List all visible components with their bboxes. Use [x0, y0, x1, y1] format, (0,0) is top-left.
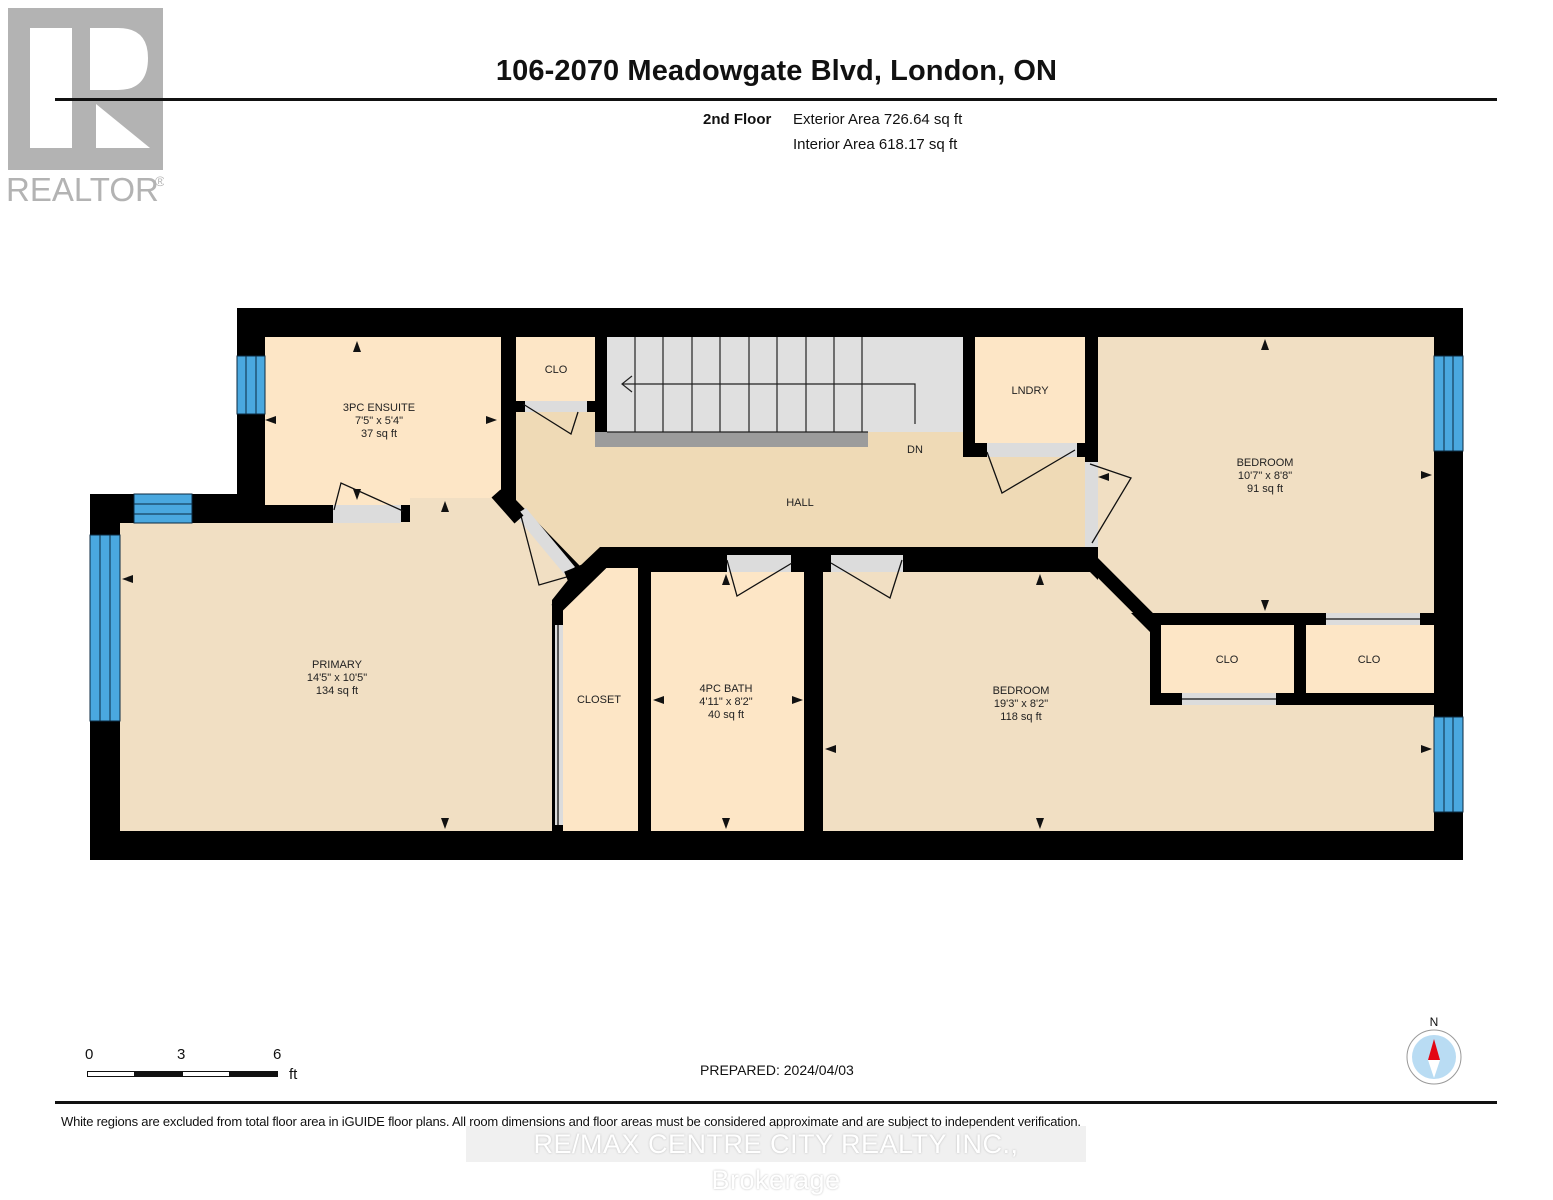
- room-clo-2: [1306, 625, 1434, 693]
- door-closet: [555, 625, 563, 825]
- room-dims: 14'5" x 10'5": [307, 672, 367, 684]
- dimension-arrows: [122, 339, 1432, 829]
- window-primary-west: [89, 534, 121, 722]
- room-bath: [651, 572, 804, 831]
- scale-label-6: 6: [273, 1046, 282, 1063]
- door-primary: [515, 508, 575, 575]
- room-name: LNDRY: [1011, 385, 1049, 397]
- property-title: 106-2070 Meadowgate Blvd, London, ON: [495, 55, 1058, 87]
- room-labels: 3PC ENSUITE 7'5" x 5'4" 37 sq ft CLO HAL…: [307, 364, 1381, 723]
- room-name: CLO: [545, 364, 568, 376]
- room-name: 4PC BATH: [700, 683, 753, 695]
- floor-label: 2nd Floor: [703, 111, 772, 128]
- room-bedroom-s: [823, 572, 1434, 831]
- room-name: BEDROOM: [993, 685, 1050, 697]
- door-ensuite: [333, 505, 401, 523]
- room-area: 40 sq ft: [708, 709, 744, 721]
- scale-label-0: 0: [85, 1046, 94, 1063]
- interior-walls: [491, 489, 1160, 630]
- realtor-r-icon: REALTOR ®: [6, 8, 166, 208]
- room-name: HALL: [786, 497, 814, 509]
- room-clo-hall: [516, 337, 595, 401]
- brokerage-watermark: RE/MAX CENTRE CITY REALTY INC., Brokerag…: [466, 1126, 1086, 1195]
- window-bedroom-ne: [1433, 355, 1464, 452]
- room-dims: 19'3" x 8'2": [994, 698, 1048, 710]
- scale-bar: 0 3 6 ft: [85, 1046, 315, 1086]
- room-area: 37 sq ft: [361, 428, 397, 440]
- room-area: 118 sq ft: [1000, 711, 1041, 723]
- room-name: PRIMARY: [312, 659, 363, 671]
- scale-segment: [229, 1071, 278, 1077]
- door-bath: [727, 555, 791, 572]
- room-area: 134 sq ft: [316, 685, 358, 697]
- room-dims: 10'7" x 8'8": [1238, 470, 1292, 482]
- room-laundry: [975, 337, 1085, 443]
- exterior-area: Exterior Area 726.64 sq ft: [793, 111, 963, 128]
- door-bedroom-ne: [1085, 462, 1098, 547]
- realtor-logo: REALTOR ®: [6, 8, 166, 208]
- room-closet: [563, 568, 638, 831]
- room-bedroom-ne: [1098, 337, 1434, 613]
- interior-area: Interior Area 618.17 sq ft: [793, 136, 958, 153]
- window-ensuite: [236, 355, 266, 415]
- door-clo-hall: [525, 401, 587, 412]
- scale-segment: [87, 1071, 135, 1077]
- window-primary-top: [133, 493, 193, 524]
- room-ensuite: [265, 337, 501, 505]
- stair-treads: [595, 337, 916, 447]
- room-name: CLO: [1358, 654, 1381, 666]
- window-bedroom-s: [1433, 716, 1464, 813]
- compass: N: [1403, 1012, 1465, 1088]
- room-area: 91 sq ft: [1247, 483, 1283, 495]
- scale-segment: [134, 1071, 183, 1077]
- door-laundry: [987, 443, 1077, 457]
- room-name: BEDROOM: [1237, 457, 1294, 469]
- header-divider: [55, 98, 1497, 101]
- disclaimer: White regions are excluded from total fl…: [61, 1114, 1081, 1129]
- svg-text:®: ®: [155, 173, 164, 189]
- room-name: CLOSET: [577, 694, 621, 706]
- door-bedroom-s: [831, 555, 903, 572]
- room-name: CLO: [1216, 654, 1239, 666]
- scale-label-3: 3: [177, 1046, 186, 1063]
- scale-unit: ft: [289, 1066, 298, 1083]
- room-dims: 7'5" x 5'4": [355, 415, 403, 427]
- scale-segment: [182, 1071, 230, 1077]
- windows: [89, 355, 1464, 813]
- svg-text:N: N: [1430, 1015, 1439, 1029]
- north-arrow-icon: N: [1406, 1015, 1462, 1085]
- room-clo-1: [1161, 625, 1294, 693]
- room-name: 3PC ENSUITE: [343, 402, 415, 414]
- room-dims: 4'11" x 8'2": [699, 696, 752, 708]
- prepared-date: PREPARED: 2024/04/03: [700, 1062, 854, 1078]
- room-fills: [120, 337, 1434, 831]
- room-hall: [516, 412, 1085, 566]
- svg-text:REALTOR: REALTOR: [8, 171, 159, 208]
- room-primary: [120, 498, 572, 831]
- doors: [333, 401, 1420, 825]
- footer-divider: [55, 1101, 1497, 1104]
- stairs-direction: DN: [907, 444, 923, 456]
